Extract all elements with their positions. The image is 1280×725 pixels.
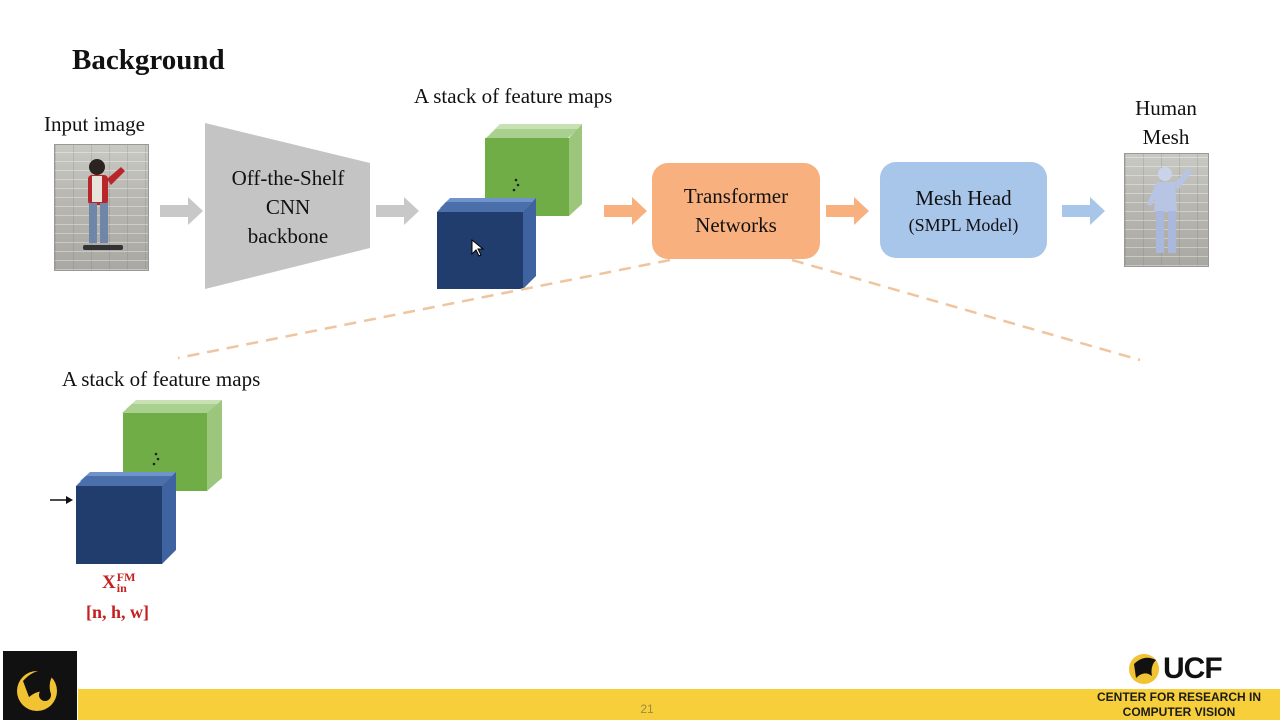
slide-number: 21 [640, 702, 654, 716]
cnn-backbone-label: Off-the-Shelf CNN backbone [205, 164, 371, 251]
mesh-head-subtitle: (SMPL Model) [908, 214, 1019, 235]
crcv-label: CENTER FOR RESEARCH IN COMPUTER VISION [1086, 690, 1272, 720]
transformer-networks-box: Transformer Networks [652, 163, 820, 259]
arrow-backbone-to-features [376, 197, 419, 225]
human-mesh-image [1124, 153, 1209, 267]
detail-feature-map-stack [50, 400, 222, 564]
tensor-subscript: in [116, 581, 127, 595]
transformer-line-1: Transformer [683, 184, 789, 208]
mesh-head-title: Mesh Head [915, 185, 1012, 210]
tensor-superscript: FM [116, 570, 136, 584]
ucf-emblem-icon [1129, 654, 1159, 684]
arrow-features-to-transformer [604, 197, 647, 225]
backbone-line-2: CNN [265, 195, 311, 219]
human-mesh-label: Human Mesh [1118, 94, 1214, 152]
tensor-symbol-x: X [102, 572, 116, 593]
ucf-pegasus-logo [3, 651, 77, 720]
human-mesh-line-1: Human [1135, 96, 1197, 120]
transformer-line-2: Networks [695, 213, 777, 237]
backbone-line-3: backbone [247, 224, 329, 248]
arrow-transformer-to-meshhead [826, 197, 869, 225]
backbone-line-1: Off-the-Shelf [231, 166, 345, 190]
detail-stack-label: A stack of feature maps [62, 367, 261, 391]
tensor-shape: [n, h, w] [86, 602, 150, 622]
crcv-line-1: CENTER FOR RESEARCH IN [1096, 690, 1261, 704]
crcv-line-2: COMPUTER VISION [1122, 705, 1236, 719]
input-image-label: Input image [44, 112, 145, 136]
mesh-head-box: Mesh Head (SMPL Model) [880, 162, 1047, 258]
human-mesh-line-2: Mesh [1142, 125, 1190, 149]
ucf-logo-text: UCF [1163, 652, 1223, 685]
input-image [54, 144, 149, 271]
arrow-input-to-backbone [160, 197, 203, 225]
cnn-backbone-shape [205, 123, 370, 289]
feature-stack-label: A stack of feature maps [414, 84, 613, 108]
arrow-meshhead-to-output [1062, 197, 1105, 225]
footer-bar [78, 689, 1280, 720]
feature-map-stack [437, 124, 582, 289]
slide-title: Background [72, 44, 225, 76]
